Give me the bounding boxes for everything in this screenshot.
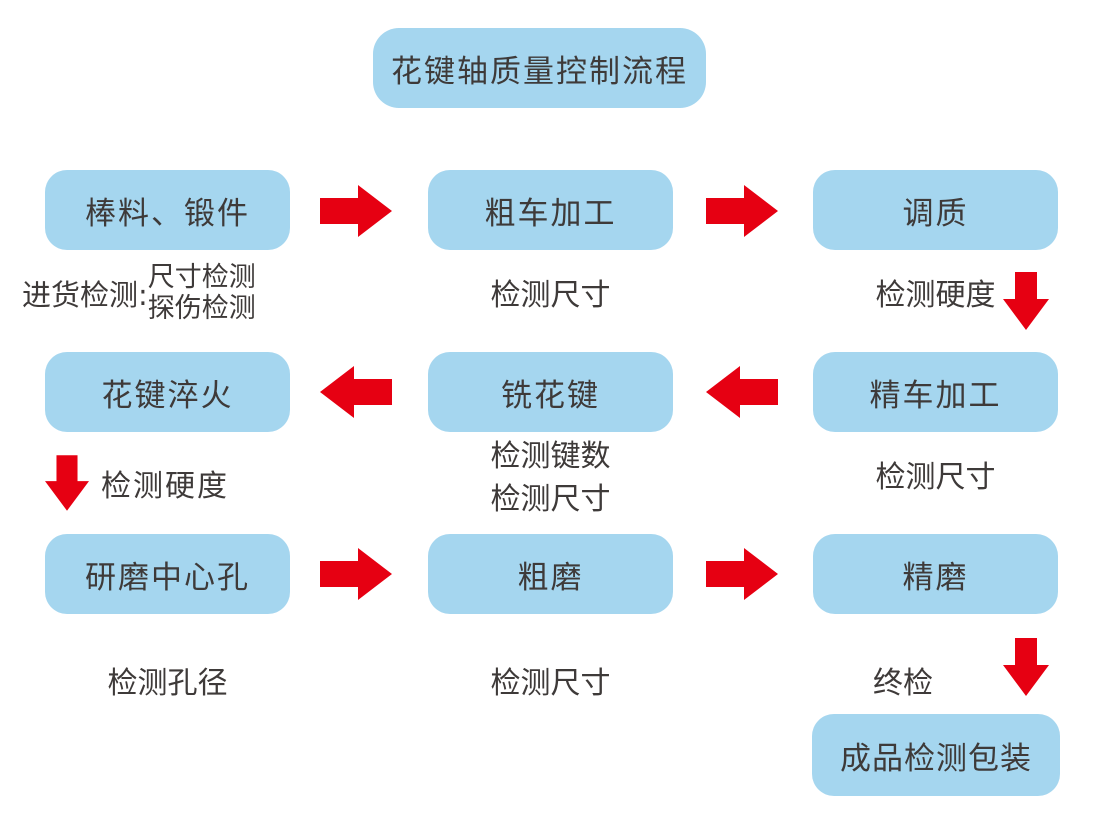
node-finished-packaging-label: 成品检测包装 bbox=[840, 740, 1032, 777]
node-fine-turning: 精车加工 bbox=[813, 352, 1058, 432]
node-fine-grinding-label: 精磨 bbox=[902, 559, 969, 596]
caption-milling-dimension: 检测尺寸 bbox=[490, 482, 611, 517]
caption-fine-turning-check: 检测尺寸 bbox=[875, 460, 996, 495]
node-spline-milling: 铣花键 bbox=[428, 352, 673, 432]
arrow-down-icon bbox=[1003, 272, 1049, 330]
node-spline-quenching: 花键淬火 bbox=[45, 352, 290, 432]
incoming-flaw-check: 探伤检测 bbox=[147, 293, 256, 324]
flow-title: 花键轴质量控制流程 bbox=[391, 53, 688, 90]
node-finished-packaging: 成品检测包装 bbox=[812, 714, 1060, 796]
node-tempering-label: 调质 bbox=[902, 195, 969, 232]
caption-milling-key-count: 检测键数 bbox=[490, 439, 611, 474]
arrow-right-icon bbox=[320, 548, 392, 600]
arrow-down-icon bbox=[1003, 638, 1049, 696]
caption-rough-turning-check: 检测尺寸 bbox=[490, 278, 611, 313]
node-rough-grinding: 粗磨 bbox=[428, 534, 673, 614]
incoming-inspection-label: 进货检测: bbox=[22, 278, 148, 312]
caption-quenching-check-group: 检测硬度 bbox=[45, 455, 229, 511]
caption-tempering-check: 检测硬度 bbox=[875, 278, 996, 313]
node-tempering: 调质 bbox=[813, 170, 1058, 250]
caption-milling-checks: 检测键数 检测尺寸 bbox=[428, 435, 673, 521]
node-bar-stock: 棒料、锻件 bbox=[45, 170, 290, 250]
arrow-right-icon bbox=[320, 185, 392, 237]
node-center-hole-grinding-label: 研磨中心孔 bbox=[85, 559, 250, 596]
arrow-left-icon bbox=[320, 366, 392, 418]
node-rough-grinding-label: 粗磨 bbox=[517, 559, 584, 596]
incoming-inspection-items: 尺寸检测 探伤检测 bbox=[148, 262, 256, 324]
arrow-left-icon bbox=[706, 366, 778, 418]
incoming-dimension-check: 尺寸检测 bbox=[147, 262, 256, 293]
caption-rough-grinding-check: 检测尺寸 bbox=[490, 666, 611, 701]
arrow-down-icon bbox=[45, 455, 89, 511]
flow-title-box: 花键轴质量控制流程 bbox=[373, 28, 706, 108]
caption-quenching-check: 检测硬度 bbox=[101, 469, 229, 504]
caption-incoming-inspection: 进货检测: 尺寸检测 探伤检测 bbox=[22, 262, 256, 324]
arrow-right-icon bbox=[706, 548, 778, 600]
caption-final-check: 终检 bbox=[873, 666, 933, 701]
node-rough-turning: 粗车加工 bbox=[428, 170, 673, 250]
node-center-hole-grinding: 研磨中心孔 bbox=[45, 534, 290, 614]
node-spline-quenching-label: 花键淬火 bbox=[101, 377, 234, 414]
node-bar-stock-label: 棒料、锻件 bbox=[85, 195, 250, 232]
node-rough-turning-label: 粗车加工 bbox=[484, 195, 617, 232]
arrow-right-icon bbox=[706, 185, 778, 237]
node-spline-milling-label: 铣花键 bbox=[501, 377, 600, 414]
node-fine-grinding: 精磨 bbox=[813, 534, 1058, 614]
caption-center-hole-check: 检测孔径 bbox=[107, 666, 228, 701]
node-fine-turning-label: 精车加工 bbox=[869, 377, 1002, 414]
